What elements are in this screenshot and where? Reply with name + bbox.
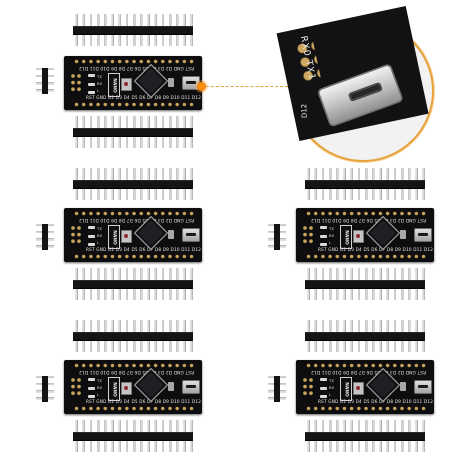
status-leds (88, 74, 95, 94)
pin-header-top-3 (305, 168, 425, 200)
pin-header-top-2 (73, 168, 193, 200)
nano-board-3: RST GND D2 D3 D4 D5 D6 D7 D8 D9 D10 D11 … (296, 208, 434, 262)
pin-header-bottom-1 (73, 116, 193, 148)
nano-mark: NANO (108, 73, 120, 97)
zoom-label: D12 (300, 103, 309, 119)
led-labels: TX RX L (97, 74, 103, 93)
reset-button (121, 78, 132, 91)
pin-header-top-4 (73, 320, 193, 352)
nano-board-1: RST GND D2 D3 D4 D5 D6 D7 D8 D9 D10 D11 … (64, 56, 202, 110)
crystal (168, 78, 174, 87)
silkscreen-bottom: RST GND D2 D3 D4 D5 D6 D7 D8 D9 D10 D11 … (86, 95, 202, 100)
usb-port (182, 76, 200, 90)
nano-board-2: RST GND D2 D3 D4 D5 D6 D7 D8 D9 D10 D11 … (64, 208, 202, 262)
callout-line (201, 86, 293, 87)
pin-header-bottom-2 (73, 268, 193, 300)
isp-header-3 (268, 224, 286, 250)
isp-header-4 (36, 376, 54, 402)
pin-header-bottom-3 (305, 268, 425, 300)
isp-header-1 (36, 68, 54, 94)
nano-board-4: RST GND D2 D3 D4 D5 D6 D7 D8 D9 D10 D11 … (64, 360, 202, 414)
microcontroller-chip (138, 68, 164, 94)
pin-header-top-5 (305, 320, 425, 352)
isp-header-5 (268, 376, 286, 402)
zoom-usb-port (316, 63, 404, 128)
pin-header-bottom-4 (73, 420, 193, 452)
silkscreen-top: RST GND D2 D3 D4 D5 D6 D7 D8 D9 D10 D11 … (78, 66, 194, 71)
isp-header-2 (36, 224, 54, 250)
pin-header-bottom-5 (305, 420, 425, 452)
zoom-magnifier: RX0 TX1 D12 (276, 5, 434, 162)
nano-board-5: RST GND D2 D3 D4 D5 D6 D7 D8 D9 D10 D11 … (296, 360, 434, 414)
pin-header-top-1 (73, 14, 193, 46)
